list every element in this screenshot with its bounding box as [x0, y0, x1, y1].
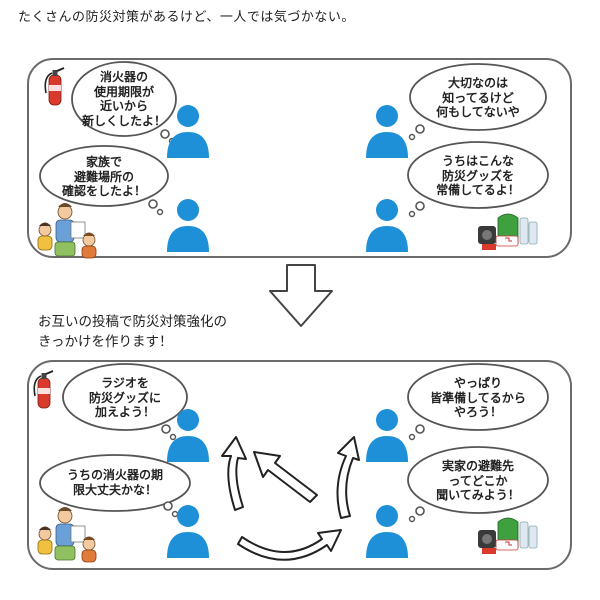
bubble-line: 新しくしたよ！	[81, 113, 166, 128]
middle-heading-line-2: きっかけを作ります！	[38, 334, 173, 350]
fire-extinguisher-icon	[44, 67, 65, 106]
middle-heading: お互いの投稿で防災対策強化の きっかけを作ります！	[38, 312, 227, 352]
person-icon-top-right-2	[366, 199, 408, 252]
bubble-line: 知ってるけど	[442, 90, 514, 105]
bubble-line: 確認をしたよ！	[61, 184, 146, 198]
bottom-bubble-3	[407, 363, 549, 441]
emergency-goods-illustration	[477, 213, 538, 251]
bubble-line: うちの消火器の期	[66, 468, 163, 482]
middle-heading-line-1: お互いの投稿で防災対策強化の	[38, 314, 227, 330]
bubble-line: 防災グッズを	[441, 168, 514, 183]
bubble-line: ラジオを	[101, 376, 149, 390]
top-bubble-4	[407, 141, 549, 218]
curved-arrow-up-left-icon	[221, 436, 247, 511]
bottom-bubble-1-text: ラジオを 防災グッズに 加えよう！	[65, 376, 185, 420]
bubble-line: 実家の避難先	[441, 459, 514, 473]
bubble-line: 皆準備してるから	[430, 390, 526, 405]
family-illustration	[37, 202, 97, 259]
bubble-line: うちはこんな	[441, 154, 514, 168]
bubble-line: 近いから	[99, 99, 148, 113]
bubble-line: 何もしてないや	[436, 105, 520, 119]
top-bubble-2	[39, 145, 169, 216]
bubble-line: やろう！	[453, 405, 502, 419]
top-bubble-3	[408, 63, 547, 141]
bottom-bubble-4	[407, 446, 549, 523]
person-icon-bottom-right-1	[366, 409, 408, 462]
top-bubble-4-text: うちはこんな 防災グッズを 常備してるよ！	[418, 154, 538, 198]
down-arrow-icon	[269, 264, 333, 327]
top-bubble-2-text: 家族で 避難場所の 確認をしたよ！	[44, 155, 164, 199]
top-bubble-3-text: 大切なのは 知ってるけど 何もしてないや	[418, 76, 538, 120]
bottom-bubble-4-text: 実家の避難先 ってどこか 聞いてみよう！	[418, 459, 538, 503]
diagonal-arrow-icon	[253, 451, 318, 503]
flow-arrows	[221, 436, 360, 561]
fire-extinguisher-icon-bottom	[33, 370, 54, 409]
bubble-line: 大切なのは	[447, 76, 508, 90]
emergency-goods-illustration-bottom	[477, 517, 538, 555]
bottom-bubble-3-text: やっぱり 皆準備してるから やろう！	[413, 376, 543, 420]
bottom-bubble-1	[62, 363, 188, 441]
bubble-line: 防災グッズに	[88, 390, 161, 405]
top-heading: たくさんの防災対策があるけど、一人では気づかない。	[18, 10, 355, 25]
family-illustration-bottom	[37, 506, 97, 563]
curved-arrow-up-right-icon	[336, 436, 360, 519]
person-icon-top-left-2	[167, 199, 209, 252]
curved-arrow-bottom-icon	[237, 529, 342, 561]
bubble-line: 使用期限が	[93, 84, 154, 99]
bubble-line: 家族で	[85, 155, 122, 169]
person-icon-bottom-right-2	[366, 505, 408, 558]
bubble-line: 避難場所の	[73, 169, 134, 184]
bubble-line: 加えよう！	[94, 405, 155, 419]
bubble-line: 常備してるよ！	[436, 183, 520, 197]
bubble-line: 聞いてみよう！	[436, 488, 520, 502]
bottom-bubble-2-text: うちの消火器の期 限大丈夫かな！	[45, 468, 185, 497]
bubble-line: 限大丈夫かな！	[72, 482, 157, 497]
bubble-line: 消火器の	[99, 70, 148, 84]
person-icon-top-right-1	[366, 105, 408, 158]
bubble-line: ってどこか	[448, 473, 508, 488]
bubble-line: やっぱり	[453, 376, 502, 390]
top-bubble-1-text: 消火器の 使用期限が 近いから 新しくしたよ！	[74, 70, 174, 128]
